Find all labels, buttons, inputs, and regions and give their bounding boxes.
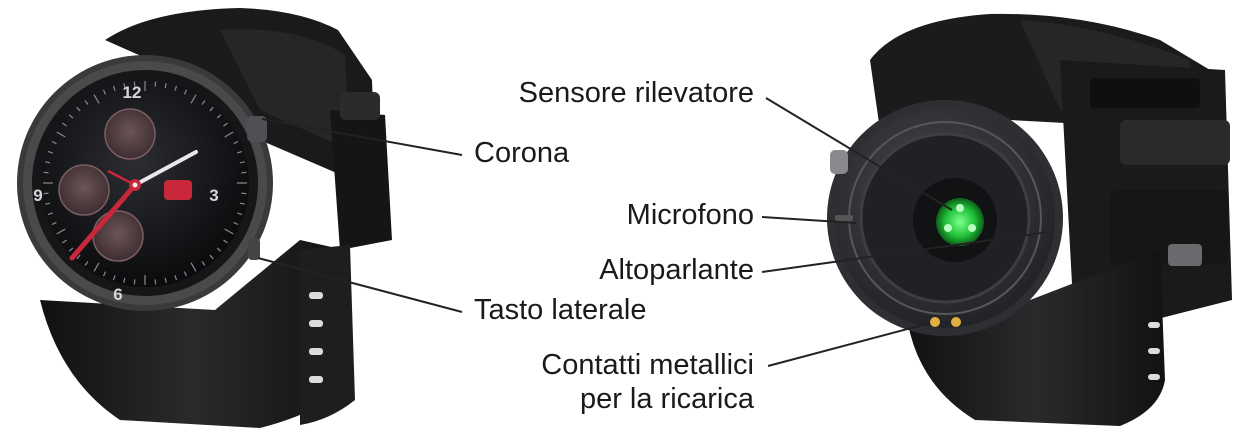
label-contatti-metallici: Contatti metallici per la ricarica	[541, 348, 754, 416]
dial-tick	[183, 271, 188, 277]
dial-tick	[174, 85, 178, 91]
dial-tick	[133, 81, 136, 87]
leader-corona	[261, 118, 463, 156]
dial-tick	[133, 279, 136, 285]
back-watch	[827, 13, 1232, 426]
numeral-12: 12	[123, 83, 142, 102]
dial-tick	[241, 171, 247, 174]
leader-tasto-laterale	[257, 257, 463, 313]
dial-tick	[123, 83, 126, 89]
dial-tick	[56, 131, 66, 138]
dial-tick	[233, 140, 239, 145]
back-bottom-strap	[905, 250, 1165, 426]
dial-tick	[239, 202, 245, 205]
numeral-9: 9	[33, 186, 42, 205]
dial-tick	[84, 261, 89, 266]
dial-tick	[241, 192, 247, 195]
dial-tick	[62, 239, 67, 244]
dial-tick	[51, 140, 57, 145]
dial-tick	[209, 254, 214, 260]
numeral-3: 3	[209, 186, 218, 205]
dial-tick	[233, 221, 239, 226]
date-window	[164, 180, 192, 200]
subdial-top	[104, 108, 156, 160]
dial-tick	[223, 122, 228, 127]
dial-tick	[190, 94, 197, 104]
label-tasto-laterale: Tasto laterale	[474, 294, 647, 326]
charging-contact-right	[951, 317, 961, 327]
leader-contatti	[767, 322, 931, 367]
dial-tick	[209, 106, 214, 112]
dial-tick	[123, 277, 126, 283]
dial-tick	[102, 271, 107, 277]
dial-tick	[112, 275, 116, 281]
dial-tick	[84, 100, 89, 105]
dial-tick	[93, 94, 100, 104]
dial-tick	[237, 150, 243, 154]
dial-tick	[174, 275, 178, 281]
dial-tick	[43, 171, 49, 174]
dial-tick	[216, 114, 222, 119]
front-side-strap	[330, 110, 392, 250]
dial-tick	[45, 161, 51, 164]
front-crown	[247, 116, 267, 142]
label-contatti-line2: per la ricarica	[579, 383, 754, 415]
dial-tick	[201, 261, 206, 266]
label-contatti-line1: Contatti metallici	[541, 349, 754, 381]
label-altoparlante: Altoparlante	[599, 254, 754, 286]
front-watch: 12 3 6 9	[17, 8, 392, 428]
dial-tick	[224, 131, 234, 138]
dial-tick	[68, 247, 74, 252]
dial-tick	[43, 192, 49, 195]
hour-hand	[69, 182, 138, 261]
numeral-6: 6	[113, 285, 122, 304]
dial-tick	[47, 150, 53, 154]
dial-tick	[154, 279, 157, 285]
dial-tick	[68, 114, 74, 119]
subdial-bottom	[92, 210, 144, 262]
dial-tick	[224, 228, 234, 235]
dial-tick	[239, 161, 245, 164]
charging-contact-left	[930, 317, 940, 327]
dial-tick	[76, 254, 81, 260]
dial-tick	[76, 106, 81, 112]
dial-tick	[216, 247, 222, 252]
dial-tick	[190, 262, 197, 272]
leader-altoparlante	[761, 231, 1049, 273]
dial-tick	[45, 202, 51, 205]
leader-microfono	[761, 216, 857, 224]
label-microfono: Microfono	[626, 199, 754, 231]
dial-tick	[47, 212, 53, 216]
dial-tick	[164, 277, 167, 283]
label-sensore-rilevatore: Sensore rilevatore	[518, 77, 754, 109]
dial-tick	[183, 89, 188, 95]
label-corona: Corona	[474, 137, 570, 169]
dial-tick	[237, 212, 243, 216]
dial-tick	[164, 83, 167, 89]
dial-tick	[223, 239, 228, 244]
dial-tick	[93, 262, 100, 272]
dial-tick	[56, 228, 66, 235]
heart-rate-sensor	[936, 198, 984, 246]
dial-tick	[62, 122, 67, 127]
dial-tick	[102, 89, 107, 95]
subdial-left	[58, 164, 110, 216]
dial-tick	[51, 221, 57, 226]
leader-sensore	[765, 97, 953, 211]
leader-lines	[257, 97, 1049, 367]
minute-hand	[133, 150, 198, 187]
dial-tick	[154, 81, 157, 87]
dial-tick	[112, 85, 116, 91]
dial-tick	[201, 100, 206, 105]
front-bottom-strap	[40, 240, 345, 428]
